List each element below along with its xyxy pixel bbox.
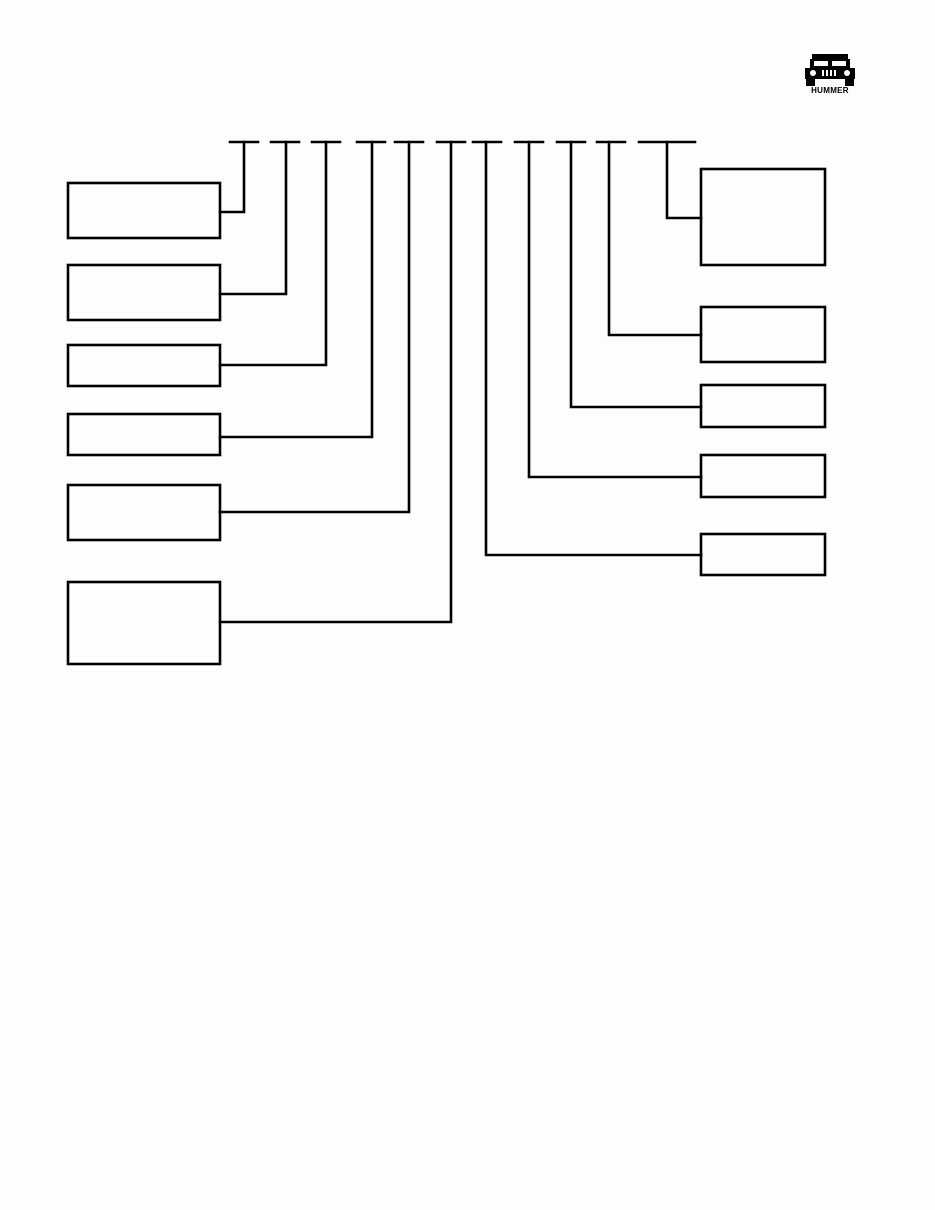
hummer-logo: HUMMER bbox=[803, 52, 857, 98]
leader-digit-9 bbox=[569, 140, 703, 409]
leader-digit-8 bbox=[527, 140, 703, 479]
leader-digit-5 bbox=[218, 140, 411, 514]
left-box-6 bbox=[66, 580, 222, 666]
leader-digit-7 bbox=[484, 140, 703, 557]
leader-digit-2 bbox=[218, 140, 288, 296]
left-box-4 bbox=[66, 412, 222, 457]
leader-digit-4 bbox=[218, 140, 374, 439]
leader-digit-3 bbox=[218, 140, 328, 367]
right-box-5 bbox=[699, 532, 827, 577]
left-box-3 bbox=[66, 343, 222, 388]
leader-digit-6 bbox=[218, 140, 453, 624]
left-leaders bbox=[218, 140, 453, 624]
right-box-4 bbox=[699, 453, 827, 499]
right-boxes bbox=[699, 167, 827, 577]
right-leaders bbox=[484, 140, 703, 557]
left-box-2 bbox=[66, 263, 222, 322]
right-box-2 bbox=[699, 305, 827, 364]
hummer-vehicle-icon bbox=[805, 54, 855, 86]
leader-digit-11 bbox=[665, 140, 703, 220]
right-box-3 bbox=[699, 383, 827, 429]
leader-digit-1 bbox=[218, 140, 246, 214]
left-boxes bbox=[66, 181, 222, 666]
leader-digit-10 bbox=[607, 140, 703, 337]
left-box-1 bbox=[66, 181, 222, 240]
left-box-5 bbox=[66, 483, 222, 542]
logo-text: HUMMER bbox=[811, 86, 849, 95]
right-box-1 bbox=[699, 167, 827, 267]
